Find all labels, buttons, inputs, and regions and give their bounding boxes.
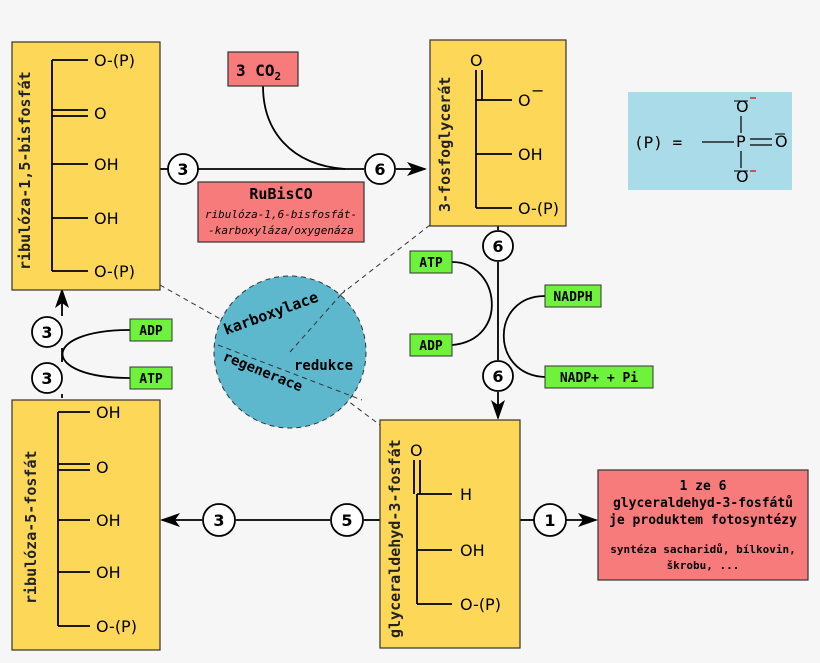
phosphate-legend: (P) = P O O O [628,92,792,190]
rubisco-name: RuBisCO [249,185,312,203]
rubp-group-4: OH [94,209,119,228]
rubp-label: ribulóza-1,5-bisfosfát [16,71,34,270]
legend-label: (P) = [634,133,682,152]
product-box: 1 ze 6 glyceraldehyd-3-fosfátů je produk… [597,469,809,581]
flow-lines [55,85,598,527]
cofactor-atp-regen: ATP [139,372,163,387]
legend-oxygen-right: O [775,132,788,151]
cofactor-adp-left: ADP [419,339,443,354]
ru5p-box: ribulóza-5-fosfát OH O OH OH O-(P) [11,399,161,651]
ru5p-group-5: O-(P) [96,617,137,636]
phase-reduction: redukce [294,358,353,374]
pga-phosphate: O-(P) [518,199,559,218]
pga-box: 3-fosfoglycerát O O − OH O-(P) [429,39,567,227]
pga-oxo: O [470,51,483,70]
count-regen-upper: 3 [41,323,52,342]
rubp-group-5: O-(P) [94,262,135,281]
legend-oxygen-top: O [736,97,749,116]
rubp-group-3: OH [94,155,119,174]
rubisco-line-2: -karboxyláza/oxygenáza [208,224,354,237]
pga-carboxylate: O [518,91,531,110]
g3p-label: glyceraldehyd-3-fosfát [386,439,404,638]
phase-circle: karboxylace redukce regenerace [213,275,367,429]
product-line-2: glyceraldehyd-3-fosfátů [613,496,793,511]
product-line-5: škrobu, ... [667,559,740,572]
rubisco-line-1: ribulóza-1,6-bisfosfát- [205,208,357,221]
count-circles: 3 6 6 6 5 3 1 3 3 [31,153,567,537]
ru5p-group-1: OH [96,403,121,422]
svg-text:3 CO2: 3 CO2 [236,61,281,83]
rubp-box: ribulóza-1,5-bisfosfát O-(P) O OH OH O-(… [11,41,161,291]
product-line-1: 1 ze 6 [680,479,727,494]
count-g3p-left: 5 [341,511,352,530]
g3p-phosphate: O-(P) [460,595,501,614]
count-pga-in: 6 [374,160,385,179]
count-pga-out: 6 [492,237,503,256]
co2-subscript: 2 [275,70,282,83]
cofactor-nadp: NADP+ + Pi [560,371,638,386]
g3p-hydroxyl: OH [460,541,485,560]
legend-oxygen-bottom: O [736,167,749,186]
ru5p-group-4: OH [96,563,121,582]
g3p-oxo: O [410,441,423,460]
pga-label: 3-fosfoglycerát [436,77,454,212]
rubp-group-1: O-(P) [94,51,135,70]
ru5p-group-3: OH [96,511,121,530]
count-rubp-out: 3 [177,160,188,179]
cofactor-tags: ATP ADP NADPH NADP+ + Pi ADP ATP [129,250,654,390]
cofactor-adp-regen: ADP [139,324,163,339]
count-ru5p-in: 3 [213,511,224,530]
count-g3p-right: 1 [544,511,555,530]
pga-hydroxyl: OH [518,145,543,164]
g3p-box: glyceraldehyd-3-fosfát O H OH O-(P) [379,419,521,649]
cofactor-nadph: NADPH [553,290,592,305]
co2-label: 3 CO [236,61,275,80]
g3p-hydrogen: H [460,485,472,504]
co2-box: 3 CO2 [227,51,299,87]
product-line-4: syntéza sacharidů, bílkovin, [610,543,795,556]
rubp-group-2: O [94,104,107,123]
ru5p-group-2: O [96,458,109,477]
cofactor-atp-left: ATP [419,256,443,271]
rubisco-box: RuBisCO ribulóza-1,6-bisfosfát- -karboxy… [197,181,365,243]
pga-charge: − [531,81,544,100]
count-nadph-step: 6 [492,367,503,386]
ru5p-label: ribulóza-5-fosfát [22,450,40,604]
product-line-3: je produktem fotosyntézy [609,513,797,528]
count-regen-lower: 3 [41,369,52,388]
legend-phosphorus: P [736,132,746,151]
